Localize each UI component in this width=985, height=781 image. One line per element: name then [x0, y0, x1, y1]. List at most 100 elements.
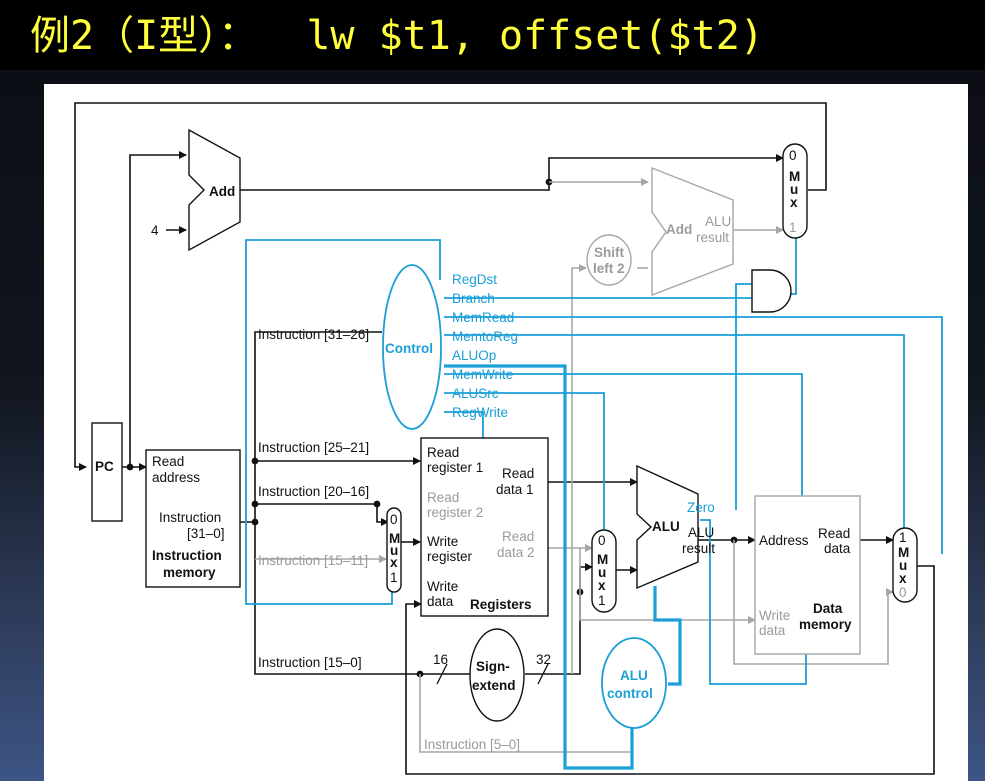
reg-name: Registers [470, 597, 532, 612]
adder-label: Add [209, 184, 235, 199]
reg-rdata2-b: data 2 [497, 545, 535, 560]
memtoreg-mux: 1 M u x 0 [892, 527, 918, 603]
reg-write-b: register [427, 549, 473, 564]
memtoreg-mux-zero: 0 [899, 585, 907, 600]
mux-zero: 0 [789, 148, 797, 163]
alusrc-mux-x: x [598, 578, 606, 593]
imem-instr-1: Instruction [159, 510, 221, 525]
dmem-read-a: Read [818, 526, 850, 541]
pc-source-mux: 0 M u x 1 [782, 143, 808, 239]
main-alu: ALU Zero ALU result [636, 464, 715, 590]
memtoreg-mux-u: u [899, 558, 907, 573]
mux-u: u [790, 182, 798, 197]
reg-read1-b: register 1 [427, 460, 483, 475]
pc-adder: Add [188, 128, 241, 252]
mux-x: x [790, 195, 798, 210]
signal-memtoreg: MemtoReg [452, 329, 518, 344]
imem-instr-2: [31–0] [187, 526, 225, 541]
memtoreg-mux-one: 1 [899, 530, 907, 545]
field-20-16: Instruction [20–16] [258, 484, 369, 499]
slide-title: 例2（I型）： lw $t1, offset($t2) [30, 13, 764, 59]
field-25-21: Instruction [25–21] [258, 440, 369, 455]
reg-rdata1-b: data 1 [496, 482, 534, 497]
imem-read-1: Read [152, 454, 184, 469]
signal-alusrc: ALUSrc [452, 386, 499, 401]
reg-rdata1-a: Read [502, 466, 534, 481]
regdst-mux-u: u [390, 543, 398, 558]
alu-label: ALU [652, 519, 680, 534]
control-signal-list: RegDst Branch MemRead MemtoReg ALUOp Mem… [452, 272, 518, 420]
sign-extend-bottom: extend [472, 678, 516, 693]
alu-result-a: ALU [688, 525, 714, 540]
imem-name-2: memory [163, 565, 216, 580]
imem-name-1: Instruction [152, 548, 222, 563]
alusrc-mux-zero: 0 [598, 533, 606, 548]
control-label: Control [385, 341, 433, 356]
instruction-fields: Instruction [31–26] Instruction [25–21] … [258, 327, 520, 752]
bits-out: 32 [536, 652, 551, 667]
program-counter: PC [91, 422, 123, 522]
signal-aluop: ALUOp [452, 348, 496, 363]
regdst-mux: 0 M u x 1 [386, 507, 402, 593]
reg-read2-b: register 2 [427, 505, 483, 520]
dmem-name-b: memory [799, 617, 852, 632]
sign-extend-top: Sign- [476, 659, 510, 674]
bits-in: 16 [433, 652, 448, 667]
inactive-wires [255, 178, 894, 753]
field-15-11: Instruction [15–11] [258, 553, 368, 568]
alu-zero: Zero [687, 500, 715, 515]
signal-memwrite: MemWrite [452, 367, 513, 382]
branch-adder: Add ALU result [651, 166, 734, 297]
regdst-mux-x: x [390, 555, 398, 570]
signal-regwrite: RegWrite [452, 405, 508, 420]
shift-label-top: Shift [594, 245, 624, 260]
mux-m: M [789, 169, 800, 184]
alu-control-top: ALU [620, 668, 648, 683]
dmem-read-b: data [824, 541, 851, 556]
alusrc-mux-m: M [597, 552, 608, 567]
field-15-0: Instruction [15–0] [258, 655, 362, 670]
bus-width-marks: 16 32 [433, 652, 551, 685]
shift-left-2: Shift left 2 [586, 234, 632, 286]
control-wires [245, 225, 943, 770]
active-wires [74, 102, 935, 775]
reg-read1-a: Read [427, 445, 459, 460]
control-unit: Control [382, 264, 442, 430]
reg-wdata-a: Write [427, 579, 458, 594]
reg-rdata2-a: Read [502, 529, 534, 544]
signal-regdst: RegDst [452, 272, 497, 287]
signal-branch: Branch [452, 291, 495, 306]
regdst-mux-zero: 0 [390, 512, 398, 527]
alusrc-mux: 0 M u x 1 [591, 529, 617, 613]
reg-wdata-b: data [427, 594, 454, 609]
alu-result-top: ALU [705, 214, 731, 229]
imem-read-2: address [152, 470, 200, 485]
memtoreg-mux-m: M [898, 545, 909, 560]
shift-label-bottom: left 2 [593, 261, 625, 276]
dmem-write-b: data [759, 623, 786, 638]
regdst-mux-m: M [389, 531, 400, 546]
alu-result-bottom: result [696, 230, 729, 245]
reg-read2-a: Read [427, 490, 459, 505]
dmem-address: Address [759, 533, 809, 548]
alusrc-mux-one: 1 [598, 593, 606, 608]
pc-label: PC [95, 459, 114, 474]
branch-adder-label: Add [666, 222, 692, 237]
dmem-write-a: Write [759, 608, 790, 623]
reg-write-a: Write [427, 534, 458, 549]
regdst-mux-one: 1 [390, 570, 398, 585]
mux-one: 1 [789, 220, 797, 235]
register-file: Read register 1 Read register 2 Write re… [420, 437, 549, 617]
data-memory: Address Read data Write data Data memory [754, 495, 861, 655]
field-31-26: Instruction [31–26] [258, 327, 369, 342]
alusrc-mux-u: u [598, 565, 606, 580]
constant-four: 4 [151, 223, 159, 238]
memtoreg-mux-x: x [899, 571, 907, 586]
alu-result-b: result [682, 541, 715, 556]
instruction-memory: Read address Instruction [31–0] Instruct… [145, 449, 241, 588]
alu-control-bottom: control [607, 686, 653, 701]
signal-memread: MemRead [452, 310, 514, 325]
alu-control-unit: ALU control [601, 637, 667, 729]
field-5-0: Instruction [5–0] [424, 737, 520, 752]
